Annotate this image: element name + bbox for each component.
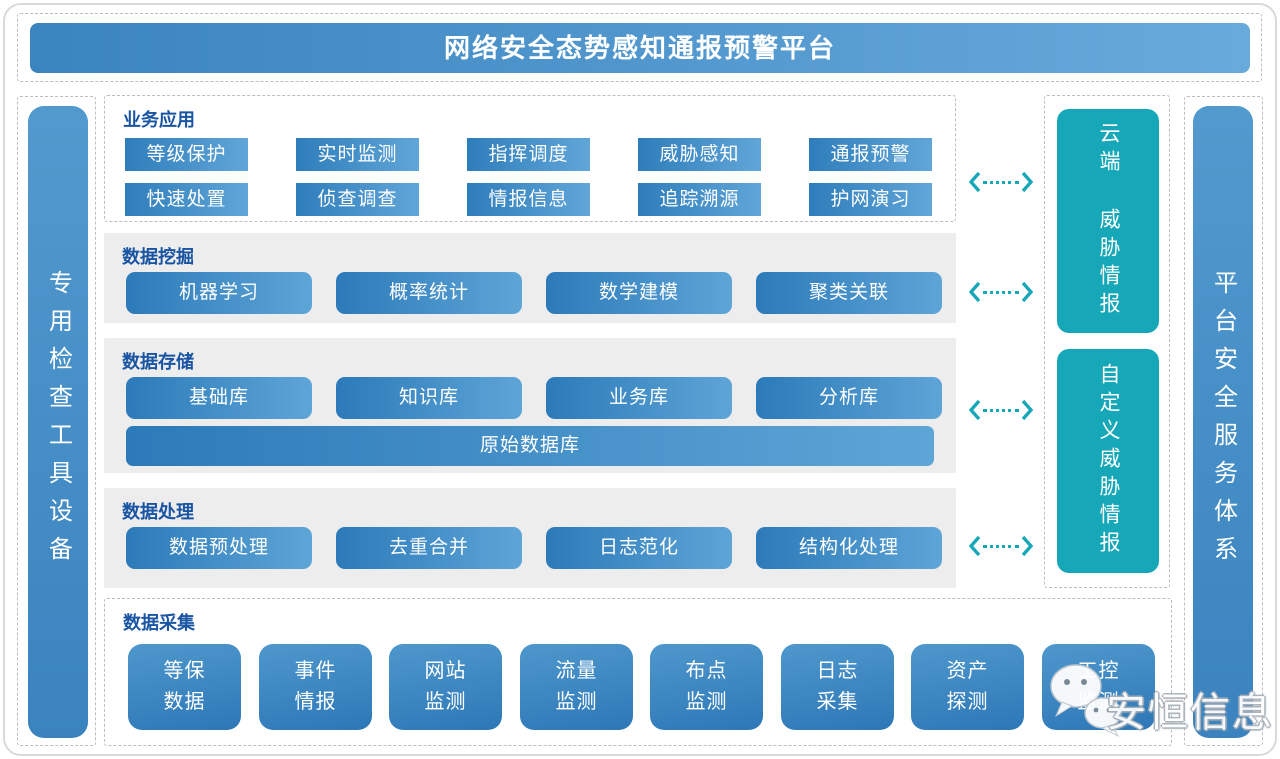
collection-box-line: 流量: [555, 660, 598, 682]
watermark-text: 安恒信息: [1106, 691, 1274, 735]
app-button: 通报预警: [809, 138, 932, 171]
collection-box-line: 布点: [685, 660, 728, 682]
watermark: 安恒信息: [1048, 660, 1272, 750]
dotted-line: [983, 544, 1019, 548]
storage-button: 业务库: [546, 377, 732, 419]
app-button: 追踪溯源: [638, 183, 761, 216]
chevron-left-icon: [969, 399, 981, 421]
chevron-right-icon: [1021, 171, 1033, 193]
collection-box: 事件 情报: [259, 644, 372, 730]
chevron-left-icon: [969, 171, 981, 193]
storage-button: 分析库: [756, 377, 942, 419]
collection-box-line: 采集: [816, 691, 859, 713]
section-data-storage: 数据存储 基础库 知识库 业务库 分析库 原始数据库: [104, 338, 956, 473]
app-button: 侦查调查: [296, 183, 419, 216]
storage-button: 基础库: [126, 377, 312, 419]
processing-button: 去重合并: [336, 527, 522, 569]
collection-box: 网站 监测: [389, 644, 502, 730]
app-button: 等级保护: [125, 138, 248, 171]
dotted-arrow: [969, 398, 1033, 422]
cloud-threat-intel-box: 云端 威胁情报: [1057, 109, 1159, 333]
right-sidebar-label: 平台安全服务体系: [1209, 270, 1237, 574]
dotted-arrow: [969, 280, 1033, 304]
collection-box: 流量 监测: [520, 644, 633, 730]
section-header: 数据处理: [122, 502, 194, 522]
collection-box: 资产 探测: [911, 644, 1024, 730]
cloud-threat-intel-label: 云端 威胁情报: [1097, 122, 1120, 320]
dotted-line: [983, 290, 1019, 294]
section-header: 数据存储: [122, 352, 194, 372]
mining-button: 概率统计: [336, 272, 522, 314]
right-sidebar-frame: [1184, 96, 1263, 746]
processing-button: 结构化处理: [756, 527, 942, 569]
dotted-line: [983, 408, 1019, 412]
custom-threat-intel-box: 自定义威胁情报: [1057, 349, 1159, 573]
app-button: 威胁感知: [638, 138, 761, 171]
collection-box-line: 资产: [946, 660, 989, 682]
dotted-line: [983, 180, 1019, 184]
processing-button: 日志范化: [546, 527, 732, 569]
chevron-right-icon: [1021, 535, 1033, 557]
left-sidebar-label: 专用检查工具设备: [44, 270, 72, 574]
collection-box-line: 事件: [294, 660, 337, 682]
threat-intel-panel: 云端 威胁情报 自定义威胁情报: [1044, 95, 1170, 588]
collection-box-line: 监测: [685, 691, 728, 713]
chevron-left-icon: [969, 535, 981, 557]
dotted-arrow: [969, 170, 1033, 194]
mining-button: 机器学习: [126, 272, 312, 314]
collection-box-line: 情报: [294, 691, 337, 713]
app-button: 指挥调度: [467, 138, 590, 171]
collection-box-line: 监测: [555, 691, 598, 713]
section-data-processing: 数据处理 数据预处理 去重合并 日志范化 结构化处理: [104, 488, 956, 588]
raw-database-bar: 原始数据库: [126, 426, 934, 466]
collection-box-line: 探测: [946, 691, 989, 713]
processing-button: 数据预处理: [126, 527, 312, 569]
app-button: 护网演习: [809, 183, 932, 216]
right-sidebar: 平台安全服务体系: [1193, 106, 1253, 738]
app-button: 快速处置: [125, 183, 248, 216]
mining-button: 数学建模: [546, 272, 732, 314]
collection-box-line: 日志: [816, 660, 859, 682]
chevron-right-icon: [1021, 281, 1033, 303]
collection-box: 等保 数据: [128, 644, 241, 730]
collection-box: 布点 监测: [650, 644, 763, 730]
mining-button: 聚类关联: [756, 272, 942, 314]
chevron-right-icon: [1021, 399, 1033, 421]
title-dashed-frame: [17, 13, 1262, 82]
left-sidebar: 专用检查工具设备: [28, 106, 88, 738]
collection-box-line: 等保: [163, 660, 206, 682]
app-button: 实时监测: [296, 138, 419, 171]
wechat-icon: [1050, 664, 1122, 738]
collection-box-line: 数据: [163, 691, 206, 713]
chevron-left-icon: [969, 281, 981, 303]
storage-button: 知识库: [336, 377, 522, 419]
section-data-mining: 数据挖掘 机器学习 概率统计 数学建模 聚类关联: [104, 233, 956, 323]
app-button: 情报信息: [467, 183, 590, 216]
left-sidebar-frame: [17, 96, 96, 746]
collection-box: 日志 采集: [781, 644, 894, 730]
section-data-collection: 数据采集 等保 数据 事件 情报 网站 监测 流量 监测 布点 监测 日志 采集…: [104, 598, 1172, 746]
collection-box-line: 监测: [424, 691, 467, 713]
section-header: 数据采集: [123, 613, 195, 633]
outer-border: [3, 3, 1277, 756]
section-header: 数据挖掘: [122, 247, 194, 267]
section-header: 业务应用: [123, 110, 195, 130]
collection-box-line: 网站: [424, 660, 467, 682]
dotted-arrow: [969, 534, 1033, 558]
section-business-apps: 业务应用 等级保护 实时监测 指挥调度 威胁感知 通报预警 快速处置 侦查调查 …: [104, 95, 956, 222]
custom-threat-intel-label: 自定义威胁情报: [1097, 363, 1120, 559]
title-bar: 网络安全态势感知通报预警平台: [30, 23, 1250, 73]
